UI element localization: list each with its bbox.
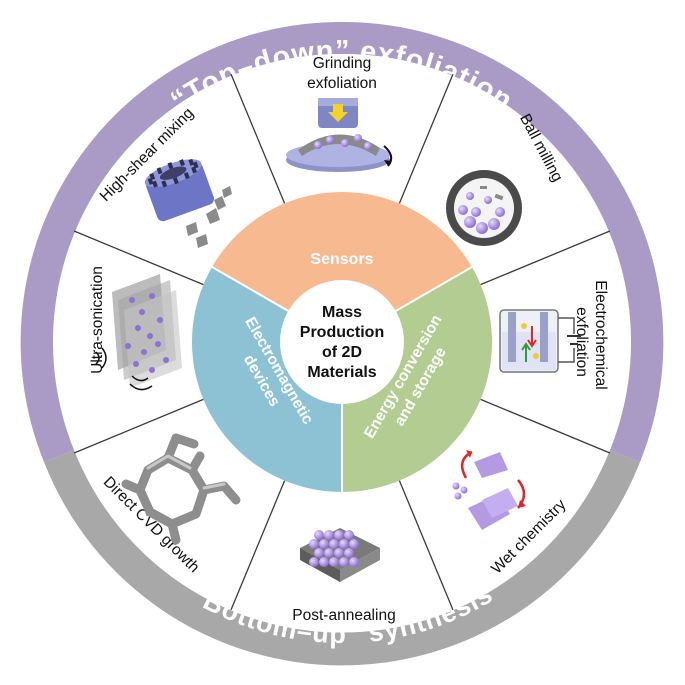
anneal-sphere [344,530,354,540]
cvd-highlight [146,454,226,490]
center-circle [280,280,404,404]
anneal-sphere [344,548,354,558]
sono-particle [157,317,163,323]
sector-dividers [73,73,611,611]
rotor-tooth [188,158,195,166]
anneal-sphere [349,539,359,549]
sector-divider-3 [480,398,611,454]
outer-ring [20,21,664,666]
ball-milling-illustration [446,170,522,246]
wet-chemistry-illustration [452,450,526,530]
sono-particle [163,357,169,363]
anneal-sphere [309,539,319,549]
sono-particle [133,361,139,367]
sono-particle [147,333,153,339]
ultrasonication-label: Ultra-sonication [89,266,106,374]
rotor-tooth [156,167,163,175]
anneal-sphere [339,539,349,549]
anneal-sphere [329,557,339,567]
ultrasonication-illustration [95,274,182,391]
rotor-tooth [179,159,185,167]
center-line-4: Materials [307,364,376,381]
anneal-sphere [309,557,319,567]
anneal-sphere [329,539,339,549]
sensors-label: Sensors [310,251,373,268]
rotor-tooth [191,166,197,174]
center-line-2: Production [300,324,384,341]
sono-particle [135,325,141,331]
rotor-tooth [167,162,174,170]
grinding-label-2: exfoliation [307,75,377,92]
anneal-sphere [334,530,344,540]
anneal-sphere [334,548,344,558]
rotor-tooth [183,172,190,180]
sensors-sector [212,192,472,342]
anneal-sphere [319,539,329,549]
anneal-sphere [319,557,329,567]
sector-divider-7 [73,230,204,286]
grinding-label: Grinding [313,55,372,72]
center-line-1: Mass [322,304,362,321]
grinding-illustration [286,98,393,172]
sono-particle [141,349,147,355]
high-shear-illustration [144,158,232,248]
electrochemical-label: Electrochemical [592,280,609,389]
anneal-sphere [339,557,349,567]
anneal-sphere [349,557,359,567]
anneal-sphere [314,548,324,558]
sector-divider-1 [398,73,454,204]
sono-particle [139,309,145,315]
bottom-up-band [44,450,640,666]
anneal-sphere [324,548,334,558]
electrochemical-illustration [499,309,581,373]
post-annealing-illustration [300,528,380,582]
anneal-sphere [324,530,334,540]
center-title: Mass Production of 2D Materials [300,304,384,381]
sono-particle [155,341,161,347]
sector-divider-0 [230,73,286,204]
anneal-sphere [314,530,324,540]
sono-particle [149,367,155,373]
rotor-tooth [172,177,179,185]
rotor-tooth [149,173,156,181]
rotor-tooth [152,180,158,188]
sector-divider-2 [480,230,611,286]
sector-divider-5 [230,480,286,611]
rotor-tooth [161,180,168,188]
sector-divider-4 [398,480,454,611]
sono-particle [129,297,135,303]
sono-particle [149,293,155,299]
sono-particle [125,343,131,349]
center-line-3: of 2D [322,344,362,361]
post-annealing-label: Post-annealing [292,607,395,624]
sector-divider-6 [73,398,204,454]
electrochemical-label-2: exfoliation [573,307,590,377]
